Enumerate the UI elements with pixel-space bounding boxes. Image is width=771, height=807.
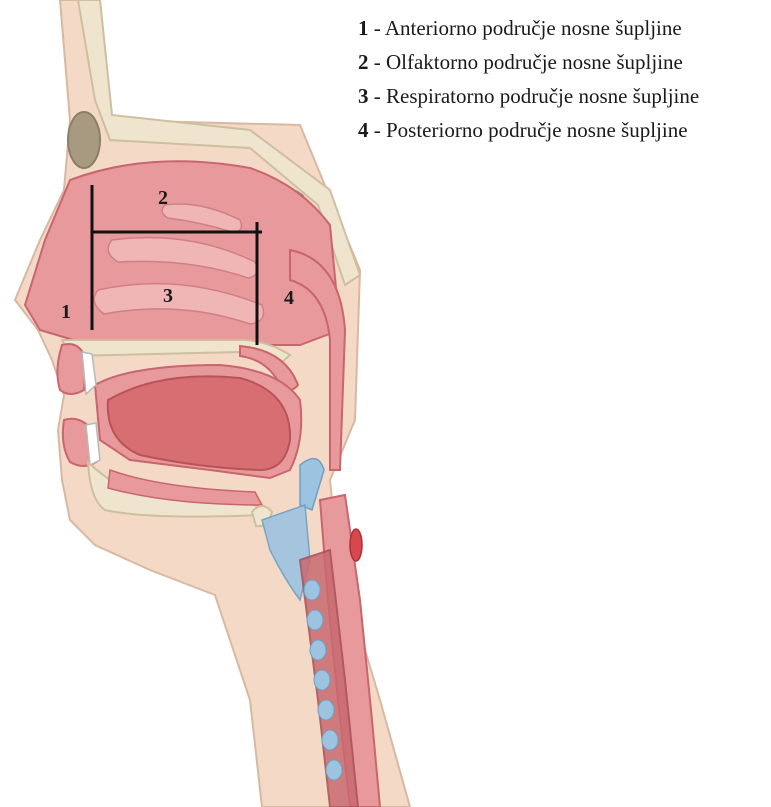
legend-number: 3: [358, 84, 369, 108]
legend-item: 2 - Olfaktorno područje nosne šupljine: [358, 48, 699, 82]
legend-number: 4: [358, 118, 369, 142]
region-label-3: 3: [163, 285, 173, 307]
region-label-2: 2: [158, 187, 168, 209]
region-legend: 1 - Anteriorno područje nosne šupljine 2…: [358, 14, 699, 150]
legend-item: 1 - Anteriorno područje nosne šupljine: [358, 14, 699, 48]
legend-text: - Anteriorno područje nosne šupljine: [369, 16, 682, 40]
cricoid-marker: [350, 529, 362, 561]
legend-text: - Olfaktorno područje nosne šupljine: [369, 50, 683, 74]
region-label-1: 1: [61, 301, 71, 323]
legend-number: 1: [358, 16, 369, 40]
legend-text: - Posteriorno područje nosne šupljine: [369, 118, 688, 142]
region-label-4: 4: [284, 287, 294, 309]
legend-item: 3 - Respiratorno područje nosne šupljine: [358, 82, 699, 116]
legend-number: 2: [358, 50, 369, 74]
frontal-sinus: [68, 112, 100, 168]
legend-item: 4 - Posteriorno područje nosne šupljine: [358, 116, 699, 150]
legend-text: - Respiratorno područje nosne šupljine: [369, 84, 700, 108]
